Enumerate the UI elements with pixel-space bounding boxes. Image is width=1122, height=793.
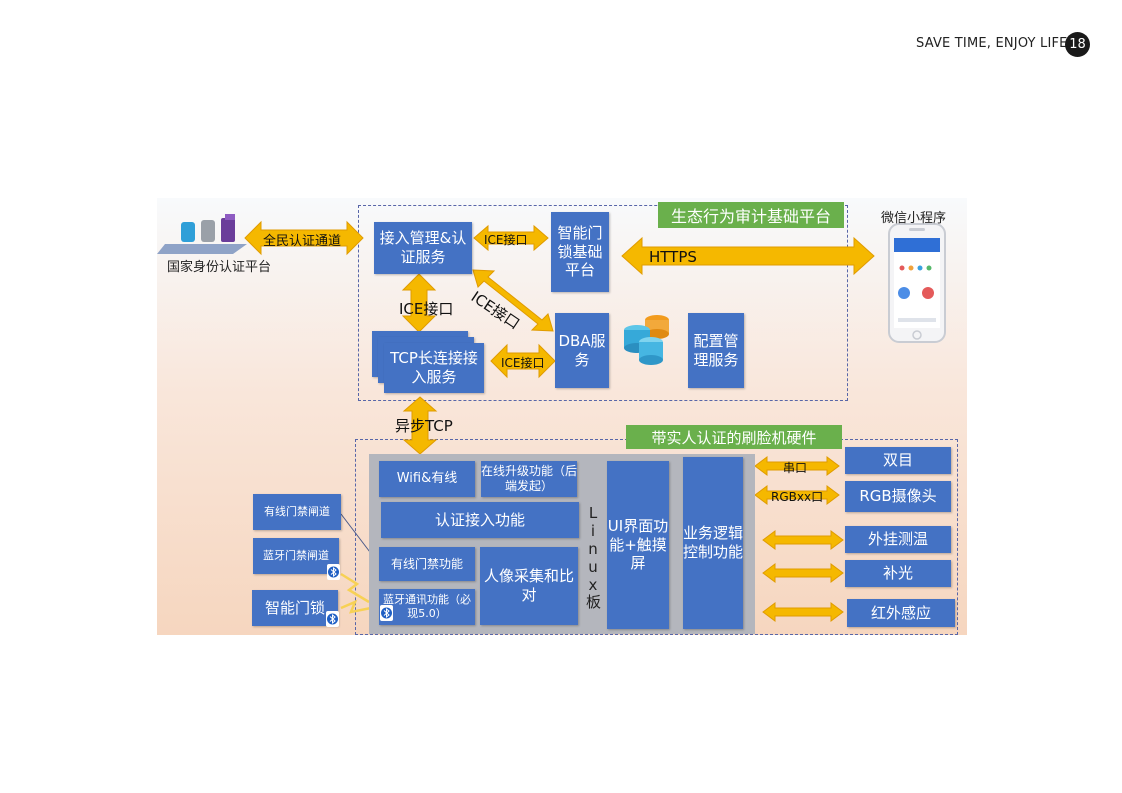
phone-icon (888, 223, 946, 343)
wired-gate-func-box: 有线门禁功能 (379, 547, 475, 581)
miniprogram-label: 微信小程序 (881, 211, 947, 226)
rgb-camera-box: RGB摄像头 (845, 481, 951, 512)
arrows-layer (157, 214, 946, 622)
arrow-fill (762, 563, 844, 583)
platform-title: 生态行为审计基础平台 (658, 202, 844, 228)
national-platform-label: 国家身份认证平台 (167, 260, 272, 275)
page-number: 18 (1065, 32, 1090, 57)
arrow-serial (754, 456, 840, 476)
bt-func-box: 蓝牙通讯功能（必现5.0） (379, 589, 475, 625)
biz-logic-box: 业务逻辑控制功能 (683, 457, 743, 629)
arrow-ice-1 (473, 224, 549, 252)
bt-lightning-2 (340, 599, 372, 614)
arrow-ir (762, 602, 844, 622)
arrow-national-channel (244, 220, 364, 256)
access-mgmt-box: 接入管理&认证服务 (374, 222, 472, 274)
dual-camera-box: 双目 (845, 447, 951, 474)
temp-box: 外挂测温 (845, 526, 951, 553)
smart-lock-box: 智能门锁 (252, 590, 338, 626)
linux-board-label: Linux板 (584, 504, 602, 609)
wired-gate-box: 有线门禁闸道 (253, 494, 341, 530)
server-icon (157, 214, 247, 254)
async-tcp-label: 异步TCP (395, 417, 453, 435)
bt-gate-box: 蓝牙门禁闸道 (253, 538, 339, 574)
ui-box: UI界面功能+触摸屏 (607, 461, 669, 629)
dba-box: DBA服务 (555, 313, 609, 388)
platform-region (358, 205, 848, 401)
auth-access-box: 认证接入功能 (381, 502, 579, 538)
arrow-temp (762, 530, 844, 550)
bluetooth-icon-lock (326, 611, 339, 627)
rgb-port-label: RGBxx口 (771, 490, 824, 504)
ice-label-1: ICE接口 (484, 233, 528, 247)
ice-label-4: ICE接口 (501, 356, 545, 370)
ice-label-2: ICE接口 (399, 300, 454, 318)
database-icon (624, 315, 669, 365)
ir-box: 红外感应 (847, 599, 955, 627)
bluetooth-icon-func (380, 605, 393, 621)
online-upgrade-box: 在线升级功能（后端发起） (481, 461, 577, 497)
bluetooth-icon-gate (327, 564, 340, 580)
hardware-title: 带实人认证的刷脸机硬件 (626, 425, 842, 449)
national-channel-label: 全民认证通道 (263, 234, 342, 249)
arrow-https (621, 236, 875, 276)
wifi-box: Wifi&有线 (379, 461, 475, 497)
arrow-rgb (754, 485, 840, 505)
config-box: 配置管理服务 (688, 313, 744, 388)
tcp-service-box: TCP长连接接入服务 (384, 343, 484, 393)
architecture-diagram: 全民认证通道 ICE接口 HTTPS ICE接口 ICE接口 ICE接口 异步T… (157, 198, 967, 635)
bt-lightning-1 (340, 572, 370, 604)
header-tagline: SAVE TIME, ENJOY LIFE (916, 36, 1068, 51)
fill-light-box: 补光 (845, 560, 951, 587)
https-label: HTTPS (649, 248, 697, 266)
arrow-ice-3 (472, 269, 554, 332)
serial-label: 串口 (783, 461, 808, 475)
face-box: 人像采集和比对 (480, 547, 578, 625)
smart-lock-platform-box: 智能门锁基础平台 (551, 212, 609, 292)
